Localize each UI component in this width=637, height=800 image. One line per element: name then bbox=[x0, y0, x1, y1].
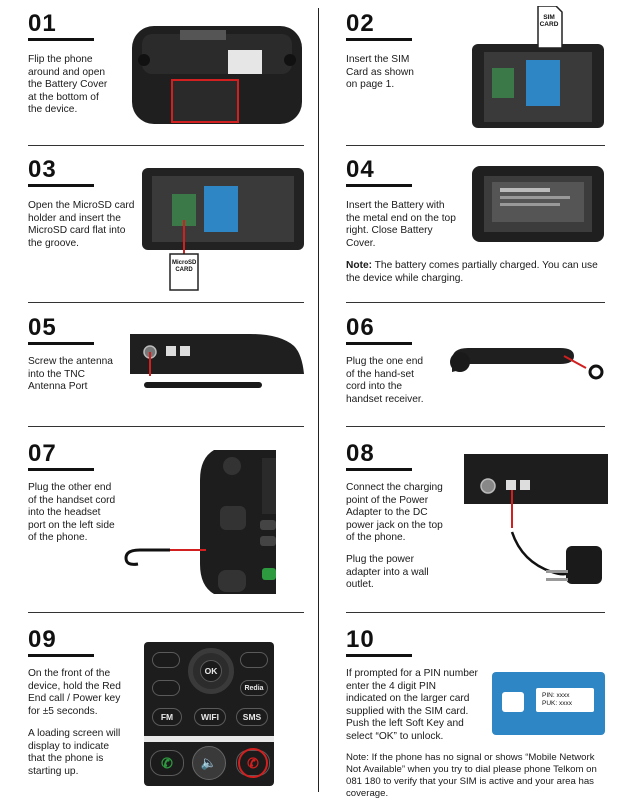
step-text-secondary: Plug the power adapter into a wall outle… bbox=[346, 554, 429, 591]
step-number: 10 bbox=[346, 626, 375, 653]
microsd-card-label: MicroSD CARD bbox=[172, 260, 197, 273]
step-number: 03 bbox=[28, 156, 57, 183]
column-divider bbox=[318, 8, 319, 792]
step-text: Connect the charging point of the Power … bbox=[346, 482, 443, 544]
step-number-bar bbox=[28, 468, 94, 471]
keypad-divider bbox=[144, 736, 274, 742]
separator bbox=[346, 145, 605, 146]
phone-back-illustration bbox=[130, 20, 305, 126]
step-text: Plug the one end of the hand-set cord in… bbox=[346, 356, 424, 405]
step-number-bar bbox=[346, 468, 412, 471]
left-soft-key[interactable] bbox=[152, 652, 180, 668]
step-number-bar bbox=[28, 342, 94, 345]
volume-key[interactable]: 🔈 bbox=[192, 746, 226, 780]
note-label: Note: bbox=[346, 260, 373, 271]
step-text: On the front of the device, hold the Red… bbox=[28, 668, 121, 717]
handset-illustration bbox=[446, 342, 608, 388]
step-number: 07 bbox=[28, 440, 57, 467]
step-number-bar bbox=[346, 38, 412, 41]
headset-port-illustration bbox=[120, 446, 276, 596]
step-number: 08 bbox=[346, 440, 375, 467]
end-key-highlight bbox=[238, 748, 268, 778]
separator bbox=[28, 612, 304, 613]
phone-green-icon: ✆ bbox=[161, 755, 173, 771]
sim-card-label: SIM CARD bbox=[539, 14, 559, 28]
speaker-icon: 🔈 bbox=[200, 755, 218, 770]
right-soft-key[interactable] bbox=[240, 652, 268, 668]
separator bbox=[346, 426, 605, 427]
sim-slot-illustration: SIM CARD bbox=[466, 6, 606, 130]
pin-puk-label: PIN: xxxx PUK: xxxx bbox=[536, 688, 594, 712]
step-number: 04 bbox=[346, 156, 375, 183]
antenna-port-illustration bbox=[124, 328, 306, 398]
step-number-bar bbox=[346, 654, 412, 657]
redial-button[interactable]: Redia bbox=[240, 680, 268, 696]
step-text: Plug the other end of the handset cord i… bbox=[28, 482, 116, 544]
step-text: If prompted for a PIN number enter the 4… bbox=[346, 668, 478, 742]
call-key[interactable]: ✆ bbox=[150, 750, 184, 776]
step-text: Insert the Battery with the metal end on… bbox=[346, 200, 456, 249]
step-number: 09 bbox=[28, 626, 57, 653]
step-number-bar bbox=[28, 38, 94, 41]
step-text: Screw the antenna into the TNC Antenna P… bbox=[28, 356, 113, 393]
keypad-illustration: OK Redia FM WIFI SMS ✆ 🔈 ✆ bbox=[144, 642, 274, 786]
step-number: 02 bbox=[346, 10, 375, 37]
step-text: Open the MicroSD card holder and insert … bbox=[28, 200, 135, 249]
separator bbox=[28, 426, 304, 427]
sim-pin-card: PIN: xxxx PUK: xxxx bbox=[492, 672, 605, 735]
wifi-button[interactable]: WIFI bbox=[194, 708, 226, 726]
step-note: Note: If the phone has no signal or show… bbox=[346, 752, 597, 799]
puk-value: PUK: xxxx bbox=[542, 700, 572, 707]
step-note: Note: The battery comes partially charge… bbox=[346, 260, 608, 285]
separator bbox=[346, 612, 605, 613]
step-number-bar bbox=[28, 184, 94, 187]
step-text: Flip the phone around and open the Batte… bbox=[28, 54, 108, 116]
separator bbox=[28, 302, 304, 303]
power-adapter-illustration bbox=[462, 450, 608, 600]
note-text: The battery comes partially charged. You… bbox=[346, 260, 598, 284]
step-number-bar bbox=[28, 654, 94, 657]
pin-value: PIN: xxxx bbox=[542, 692, 570, 699]
step-number: 05 bbox=[28, 314, 57, 341]
step-text: Insert the SIM Card as shown on page 1. bbox=[346, 54, 414, 91]
step-text-secondary: A loading screen will display to indicat… bbox=[28, 728, 121, 777]
step-number-bar bbox=[346, 184, 412, 187]
step-number-bar bbox=[346, 342, 412, 345]
fm-button[interactable]: FM bbox=[152, 708, 182, 726]
sms-button[interactable]: SMS bbox=[236, 708, 268, 726]
battery-illustration bbox=[470, 164, 606, 244]
menu-key[interactable] bbox=[152, 680, 180, 696]
microsd-slot-illustration: MicroSD CARD bbox=[140, 164, 306, 292]
sim-chip-icon bbox=[502, 692, 524, 712]
step-number: 01 bbox=[28, 10, 57, 37]
separator bbox=[346, 302, 605, 303]
ok-button[interactable]: OK bbox=[200, 660, 222, 682]
step-number: 06 bbox=[346, 314, 375, 341]
separator bbox=[28, 145, 304, 146]
